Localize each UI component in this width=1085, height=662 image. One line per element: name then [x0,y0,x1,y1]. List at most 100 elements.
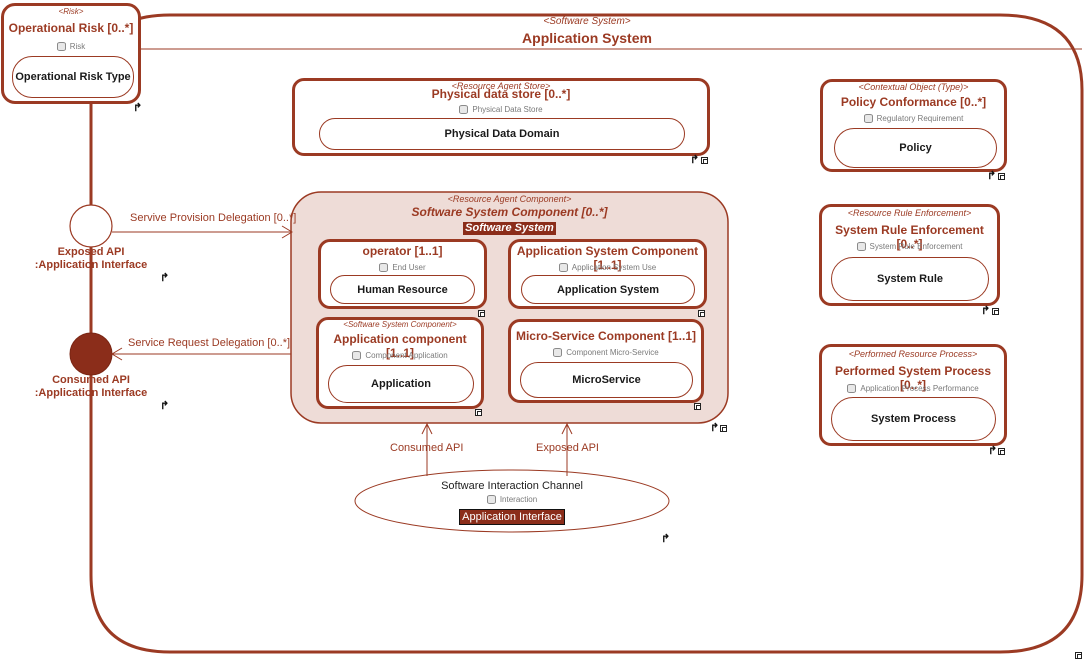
operator-type-label: End User [392,263,426,272]
rule-stereotype: <Resource Rule Enforcement> [847,208,972,218]
app-comp-type: Component Application [319,351,481,360]
operator-title: operator [1..1] [362,244,443,258]
expand-icon[interactable] [720,425,727,432]
database-icon [56,42,66,51]
risk-stereotype: <Risk> [58,7,84,16]
process-type: Application Process Performance [822,384,1004,393]
request-delegation-label: Service Request Delegation [0..*] [128,337,291,349]
exposed-api-label: Exposed API [536,442,599,454]
system-title[interactable]: Application System [522,30,652,46]
policy-type-pill[interactable]: Policy [834,128,997,168]
app-sys-comp-type: Application System Use [511,263,704,272]
channel-type: Interaction [355,495,669,504]
expand-icon[interactable] [698,310,705,317]
risk-type-pill[interactable]: Operational Risk Type [12,56,134,98]
store-type-label: Physical Data Store [472,105,543,114]
store-block[interactable]: <Resource Agent Store> Physical data sto… [292,78,710,156]
anchor-icon[interactable]: ↱ [710,422,720,434]
request-arrowhead [111,347,123,361]
exposed-port-type: :Application Interface [34,259,148,271]
consumed-port-circle[interactable] [69,332,113,376]
channel-ellipse[interactable] [354,469,670,533]
policy-stereotype: <Contextual Object (Type)> [858,82,969,92]
app-comp-block[interactable]: <Software System Component> Application … [316,317,484,409]
micro-type-label: Component Micro-Service [566,348,659,357]
database-icon [558,263,568,272]
rule-type-label: System Rule Enforcement [869,242,963,251]
exposed-port-label: Exposed API :Application Interface [26,246,156,272]
database-icon [486,495,496,504]
operator-type-pill[interactable]: Human Resource [330,275,475,304]
provision-delegation-label: Servive Provision Delegation [0..*] [130,212,297,224]
store-title: Physical data store [0..*] [431,87,571,101]
app-comp-title: Application component [1..1] [333,332,467,360]
anchor-icon[interactable]: ↱ [160,400,170,412]
expand-icon[interactable] [694,403,701,410]
process-block[interactable]: <Performed Resource Process> Performed S… [819,344,1007,446]
risk-title: Operational Risk [0..*] [8,21,134,35]
channel-type-tag[interactable]: Application Interface [459,509,565,525]
app-sys-comp-type-label: Application System Use [571,263,657,272]
anchor-icon[interactable]: ↱ [690,154,700,166]
risk-type-label: Risk [69,42,86,51]
database-icon [553,348,563,357]
expand-icon[interactable] [992,308,999,315]
rule-type: System Rule Enforcement [822,242,997,251]
anchor-icon[interactable]: ↱ [987,170,997,182]
policy-type-label: Regulatory Requirement [876,114,964,123]
policy-block[interactable]: <Contextual Object (Type)> Policy Confor… [820,79,1007,172]
channel-type-label: Interaction [499,495,538,504]
expand-icon[interactable] [701,157,708,164]
provision-arrowhead [281,225,293,239]
consumed-port-label: Consumed API :Application Interface [26,374,156,400]
component-title[interactable]: Software System Component [0..*] [411,205,608,219]
expand-icon[interactable] [478,310,485,317]
database-icon [459,105,469,114]
anchor-icon[interactable]: ↱ [133,102,143,114]
database-icon [856,242,866,251]
app-comp-type-pill[interactable]: Application [328,365,474,403]
risk-type: Risk [4,42,138,51]
anchor-icon[interactable]: ↱ [988,445,998,457]
micro-type: Component Micro-Service [511,348,701,357]
app-comp-type-label: Component Application [365,351,448,360]
expand-icon[interactable] [1075,652,1082,659]
process-type-pill[interactable]: System Process [831,397,996,441]
anchor-icon[interactable]: ↱ [661,533,671,545]
process-stereotype: <Performed Resource Process> [848,349,978,359]
store-type-pill[interactable]: Physical Data Domain [319,118,685,150]
consumed-api-arrowhead [421,422,433,435]
expand-icon[interactable] [998,173,1005,180]
micro-type-pill[interactable]: MicroService [520,362,693,398]
database-icon [352,351,362,360]
app-sys-comp-title: Application System Component [1..1] [516,244,699,272]
component-type-tag[interactable]: Software System [463,222,556,235]
database-icon [863,114,873,123]
micro-title: Micro-Service Component [1..1] [515,329,697,343]
anchor-icon[interactable]: ↱ [160,272,170,284]
store-type: Physical Data Store [295,105,707,114]
process-type-label: Application Process Performance [860,384,979,393]
expand-icon[interactable] [998,448,1005,455]
anchor-icon[interactable]: ↱ [981,305,991,317]
app-comp-stereotype: <Software System Component> [343,320,457,329]
store-stereotype: <Resource Agent Store> [451,81,551,91]
channel-type-tag-wrap: Application Interface [355,507,669,525]
expand-icon[interactable] [475,409,482,416]
exposed-api-arrowhead [561,422,573,435]
micro-block[interactable]: Micro-Service Component [1..1] Component… [508,319,704,403]
exposed-port-circle[interactable] [69,204,113,248]
policy-title: Policy Conformance [0..*] [840,95,987,109]
exposed-port-name: Exposed API [57,246,125,258]
risk-block[interactable]: <Risk> Operational Risk [0..*] Risk Oper… [1,3,141,104]
app-sys-comp-type-pill[interactable]: Application System [521,275,695,304]
database-icon [847,384,857,393]
consumed-port-type: :Application Interface [34,387,148,399]
rule-block[interactable]: <Resource Rule Enforcement> System Rule … [819,204,1000,306]
app-sys-comp-block[interactable]: Application System Component [1..1] Appl… [508,239,707,309]
operator-block[interactable]: operator [1..1] End User Human Resource [318,239,487,309]
consumed-api-label: Consumed API [390,442,464,454]
database-icon [379,263,389,272]
component-stereotype: <Resource Agent Component> [447,194,572,204]
rule-type-pill[interactable]: System Rule [831,257,989,301]
